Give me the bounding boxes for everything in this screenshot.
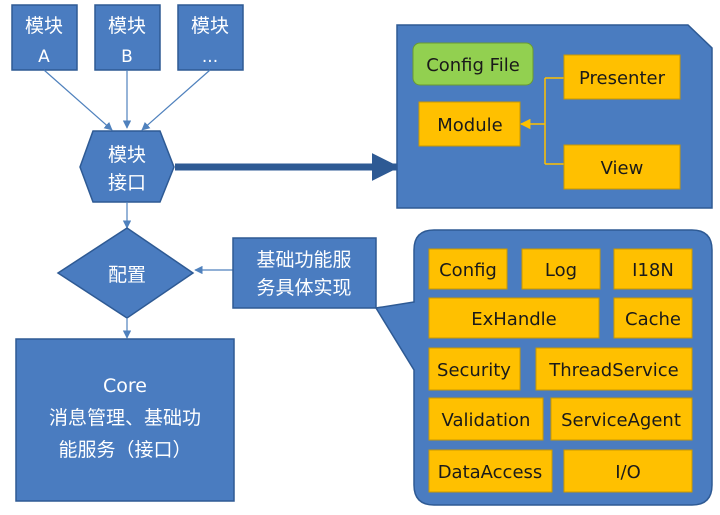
module-connector-bracket: [544, 77, 564, 165]
module-etc-label-line2: ...: [202, 47, 218, 67]
module-a-box: 模块 A: [11, 4, 78, 71]
core-desc-line1: 消息管理、基础功: [49, 407, 201, 429]
service-io: I/O: [563, 449, 693, 493]
module-interface-hexagon: 模块 接口: [79, 130, 175, 203]
module-etc-label-line1: 模块: [191, 15, 229, 37]
view-label: View: [601, 158, 644, 179]
view-node: View: [563, 144, 681, 190]
config-diamond: 配置: [56, 227, 195, 319]
services-panel: Config Log I18N ExHandle Cache Security …: [374, 229, 713, 506]
service-config: Config: [428, 248, 508, 290]
service-log: Log: [521, 248, 601, 290]
service-threadservice: ThreadService: [535, 347, 693, 391]
service-dataaccess: DataAccess: [428, 449, 553, 493]
service-io-label: I/O: [615, 462, 641, 483]
service-i18n-label: I18N: [632, 260, 674, 281]
config-file-label: Config File: [426, 55, 520, 76]
impl-note-line2: 务具体实现: [256, 277, 351, 299]
arrow-module-etc-to-interface: [141, 69, 211, 131]
interface-label-line1: 模块: [108, 144, 146, 166]
module-b-label-line2: B: [121, 47, 133, 67]
module-a-label-line1: 模块: [25, 15, 63, 37]
module-node: Module: [418, 101, 521, 147]
config-label: 配置: [108, 264, 146, 286]
service-validation-label: Validation: [442, 410, 531, 431]
service-serviceagent-label: ServiceAgent: [561, 410, 681, 431]
config-file-node: Config File: [412, 42, 534, 86]
presenter-label: Presenter: [579, 68, 666, 89]
service-exhandle: ExHandle: [428, 297, 600, 339]
module-a-label-line2: A: [38, 47, 50, 67]
service-cache-label: Cache: [625, 309, 681, 330]
service-exhandle-label: ExHandle: [471, 309, 557, 330]
service-validation: Validation: [428, 397, 544, 441]
impl-note-box: 基础功能服 务具体实现: [232, 237, 377, 309]
module-label: Module: [437, 115, 502, 136]
service-log-label: Log: [545, 260, 577, 281]
module-b-label-line1: 模块: [108, 15, 146, 37]
core-desc-line2: 能服务（接口）: [58, 439, 191, 461]
module-detail-panel: Config File Presenter Module View: [396, 24, 713, 209]
service-config-label: Config: [439, 260, 497, 281]
module-b-box: 模块 B: [94, 4, 161, 71]
module-etc-box: 模块 ...: [177, 4, 244, 71]
presenter-node: Presenter: [563, 54, 681, 100]
service-i18n: I18N: [613, 248, 693, 290]
service-threadservice-label: ThreadService: [548, 360, 678, 381]
service-security-label: Security: [437, 360, 511, 381]
arrow-module-a-to-interface: [43, 69, 113, 131]
service-security: Security: [428, 347, 521, 391]
interface-label-line2: 接口: [108, 172, 146, 194]
core-title: Core: [103, 375, 147, 397]
impl-note-line1: 基础功能服: [256, 249, 351, 271]
service-cache: Cache: [613, 297, 693, 339]
service-dataaccess-label: DataAccess: [438, 462, 543, 483]
core-box: Core 消息管理、基础功 能服务（接口）: [15, 338, 235, 502]
service-serviceagent: ServiceAgent: [550, 397, 693, 441]
